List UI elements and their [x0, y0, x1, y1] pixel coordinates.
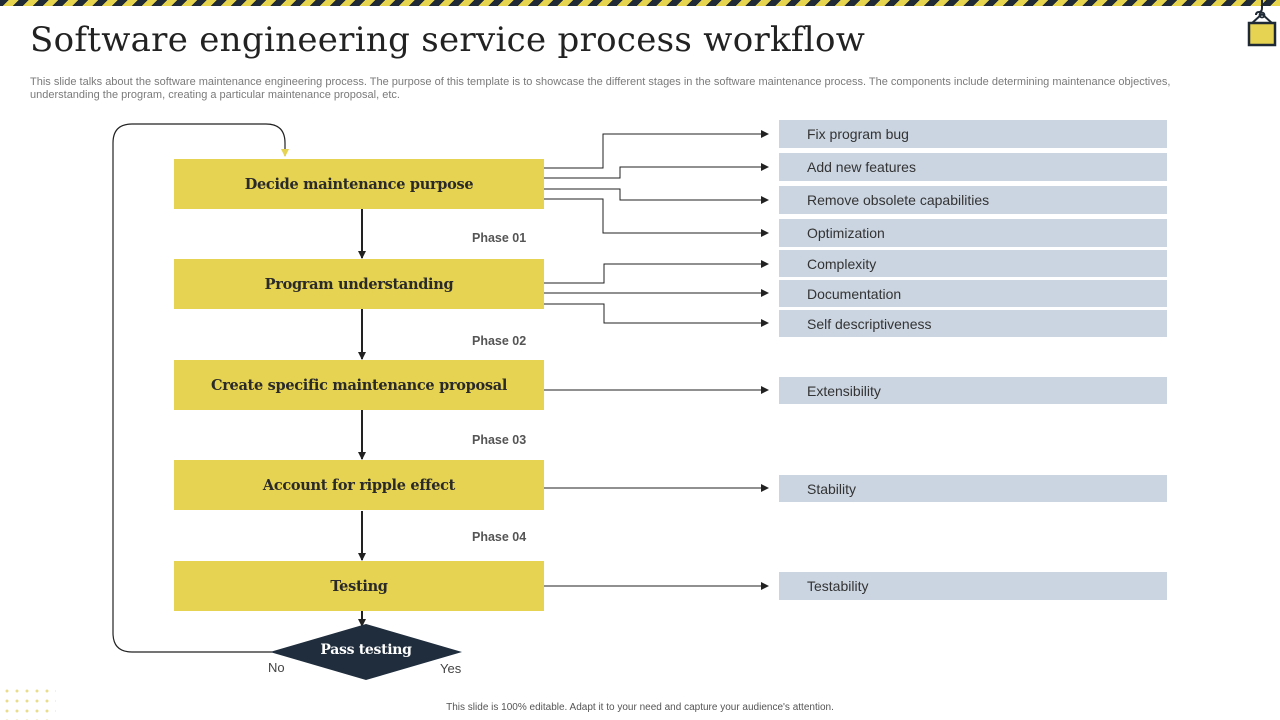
decision-diamond	[270, 624, 462, 680]
outcome-testability: Testability	[779, 572, 1167, 600]
decision-yes-label: Yes	[440, 661, 462, 676]
step-account-ripple-effect: Account for ripple effect	[174, 460, 544, 510]
decision-no-label: No	[268, 660, 285, 675]
step-testing: Testing	[174, 561, 544, 611]
branch-connector	[544, 303, 769, 327]
outcome-documentation: Documentation	[779, 280, 1167, 307]
outcome-stability: Stability	[779, 475, 1167, 502]
decision-label: Pass testing	[320, 642, 412, 658]
branch-connector	[544, 198, 769, 237]
hazard-stripe-border	[0, 0, 1280, 6]
outcome-fix-program-bug: Fix program bug	[779, 120, 1167, 148]
branch-connector	[544, 260, 769, 284]
phase-label-03: Phase 03	[472, 433, 527, 447]
outcome-optimization: Optimization	[779, 219, 1167, 247]
phase-label-01: Phase 01	[472, 231, 527, 245]
step-decide-maintenance-purpose: Decide maintenance purpose	[174, 159, 544, 209]
outcome-remove-obsolete-capabilities: Remove obsolete capabilities	[779, 186, 1167, 214]
phase-label-02: Phase 02	[472, 334, 527, 348]
outcome-complexity: Complexity	[779, 250, 1167, 277]
slide-subtitle: This slide talks about the software main…	[30, 76, 1171, 101]
branch-connector	[544, 188, 769, 204]
slide-footer: This slide is 100% editable. Adapt it to…	[446, 702, 834, 713]
phase-label-04: Phase 04	[472, 530, 527, 544]
outcome-self-descriptiveness: Self descriptiveness	[779, 310, 1167, 337]
step-program-understanding: Program understanding	[174, 259, 544, 309]
slide-title: Software engineering service process wor…	[30, 20, 866, 60]
outcome-extensibility: Extensibility	[779, 377, 1167, 404]
branch-connector	[544, 163, 769, 179]
dot-grid-decoration	[2, 686, 56, 720]
branch-connector	[544, 130, 769, 169]
crane-hook-cargo-icon	[1247, 0, 1277, 47]
step-create-maintenance-proposal: Create specific maintenance proposal	[174, 360, 544, 410]
outcome-add-new-features: Add new features	[779, 153, 1167, 181]
